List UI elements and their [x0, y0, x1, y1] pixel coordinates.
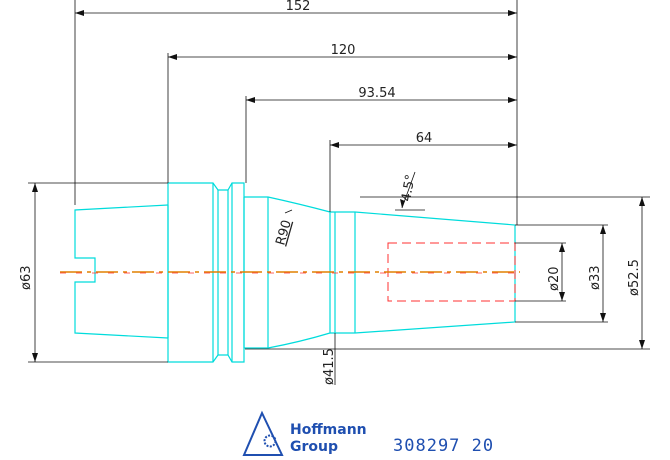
dim-dia-33: ø33 [588, 266, 603, 291]
dim-radius: R90 [273, 218, 294, 247]
logo-triangle-icon [242, 410, 284, 456]
hoffmann-logo: Hoffmann Group [242, 410, 367, 456]
dim-64: 64 [416, 131, 433, 146]
logo-gear-icon [263, 434, 277, 448]
dim-93-54: 93.54 [358, 86, 395, 101]
brand-line2: Group [290, 439, 338, 455]
dimension-lines [28, 0, 650, 385]
dim-120: 120 [331, 43, 356, 58]
dim-152: 152 [286, 0, 311, 14]
arrowheads [32, 10, 645, 362]
dim-dia-52-5: ø52.5 [627, 259, 642, 296]
dim-angle: 4.5° [399, 173, 418, 202]
shank-taper-outline [74, 204, 169, 339]
centerline [60, 271, 520, 274]
dim-dia-63: ø63 [19, 266, 34, 291]
dim-dia-41-5: ø41.5 [322, 348, 337, 385]
dim-dia-20: ø20 [547, 267, 562, 292]
brand-line1: Hoffmann [290, 422, 367, 438]
part-number: 308297 20 [393, 436, 494, 456]
